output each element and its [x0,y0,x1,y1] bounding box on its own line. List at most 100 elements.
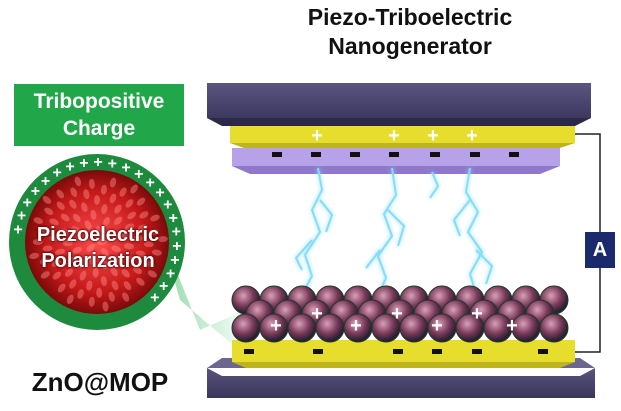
sphere-crystal [136,197,146,206]
plus-charge: + [93,154,102,171]
plus-charge: + [150,289,159,306]
minus-charge [432,349,442,354]
sphere-crystal [69,199,77,209]
sphere-crystal [72,213,81,223]
tribopositive-charge-label: Tribopositive Charge [14,84,184,146]
plus-charge: + [53,165,62,182]
sphere-crystal [71,226,81,234]
sphere-crystal [77,236,88,243]
purple-dielectric-layer [232,148,560,174]
sphere-crystal [109,177,117,188]
zno-mop-particle [231,313,261,343]
sphere-crystal [83,189,90,200]
sphere-crystal [124,223,135,231]
sphere-crystal [72,246,82,254]
sphere-crystal [56,201,65,210]
sphere-crystal [52,271,62,280]
sphere-crystal [135,250,146,257]
plus-charge: + [471,303,483,325]
sphere-crystal [96,287,103,298]
top-minus-charges [272,152,519,157]
minus-charge [472,349,482,354]
sphere-crystal [133,266,142,275]
sphere-crystal [108,291,115,302]
sphere-crystal [56,189,65,199]
sphere-crystal [86,243,95,252]
plus-charge: + [172,238,181,255]
sphere-crystal [49,235,59,242]
plus-charge: + [146,174,155,191]
sphere-crystal [74,176,82,187]
sphere-crystal [109,193,117,204]
sphere-crystal [77,289,84,299]
sphere-crystal [114,256,123,265]
sphere-crystal [124,243,134,250]
plus-charge: + [31,183,40,200]
plus-charge: + [311,303,323,325]
plus-charge: + [159,278,168,295]
top-electrode [207,83,591,126]
sphere-crystal [119,187,127,197]
bottom-gold-layer [232,340,575,368]
sphere-crystal [90,209,97,220]
plus-charge: + [23,195,32,212]
plus-charge: + [155,185,164,202]
sphere-crystal [122,292,130,302]
sphere-crystal [96,239,107,245]
plus-charge: + [431,315,443,337]
sphere-crystal [117,233,127,240]
sphere-crystal [89,254,96,264]
minus-charge [430,152,440,157]
sphere-crystal [65,257,75,265]
sphere-crystal [92,267,99,278]
plus-charge: + [163,197,172,214]
bottom-minus-charges [244,349,548,354]
sphere-crystal [81,202,88,212]
plus-charge: + [311,125,323,147]
sphere-crystal [39,257,50,265]
plus-charge: + [427,125,439,147]
sphere-crystal [130,184,138,194]
piezo-label-line-2: Polarization [41,250,155,272]
plus-charge: + [79,155,88,172]
minus-charge [509,152,519,157]
material-label: ZnO@MOP [31,367,169,397]
ammeter-icon: A [585,232,615,268]
zno-mop-particle [399,313,429,343]
sphere-crystal [114,216,123,225]
sphere-crystal [151,249,162,256]
sphere-crystal [102,301,109,312]
sphere-crystal [94,195,100,205]
zoom-beam [160,230,245,355]
sphere-crystal [32,239,43,245]
sphere-crystal [42,195,52,204]
sphere-crystal [51,259,61,267]
sphere-crystal [69,279,77,289]
plus-charge: + [134,166,143,183]
sphere-crystal [40,271,50,279]
minus-charge [350,152,360,157]
title-line-2: Nanogenerator [328,33,492,59]
sphere-crystal [66,294,74,305]
tribopositive-line-1: Tribopositive [33,90,165,113]
plus-charge: + [170,252,179,269]
sphere-crystal [101,247,109,257]
circuit-wire [575,133,601,353]
sphere-crystal [49,218,59,226]
sphere-crystal [33,217,44,224]
lightning-discharges [294,167,494,301]
minus-charge [470,152,480,157]
plus-charge: + [388,125,400,147]
sphere-crystal [147,270,157,278]
sphere-crystal [125,199,134,208]
sphere-crystal [88,296,95,307]
minus-charge [244,349,254,354]
sphere-crystal [127,211,137,220]
minus-charge [538,349,548,354]
sphere-crystal [88,178,95,189]
sphere-crystal [123,281,132,291]
sphere-crystal [110,267,118,277]
sphere-crystal [62,240,73,247]
sphere-crystal [70,187,78,197]
